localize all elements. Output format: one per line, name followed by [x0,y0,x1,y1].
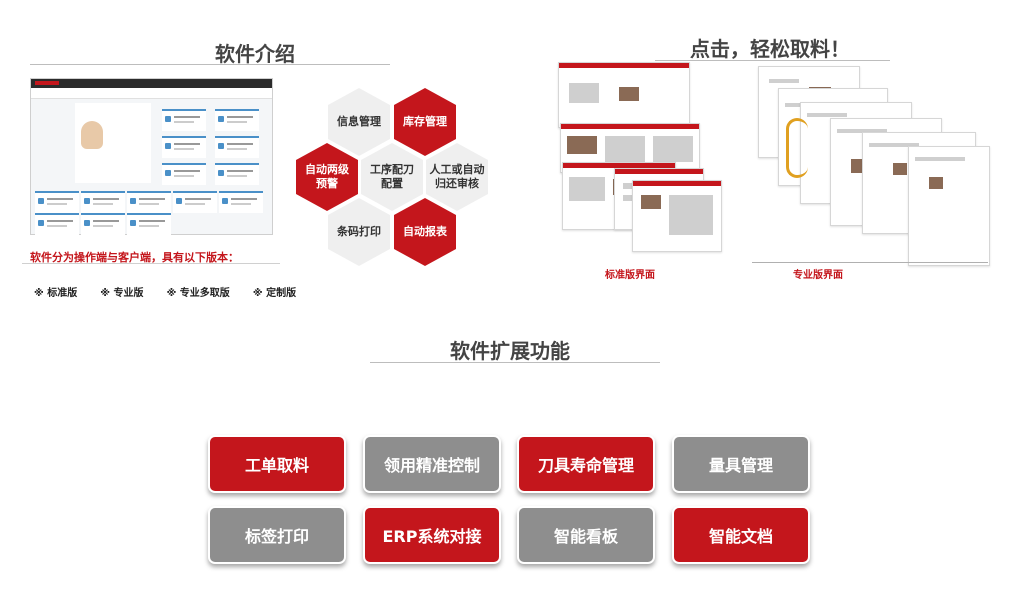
standard-caption: 标准版界面 [605,270,655,281]
hex-return-audit: 人工或自动 归还审核 [426,143,488,211]
hex-inventory-management: 库存管理 [394,88,456,156]
version-custom: ※ 定制版 [252,288,297,299]
version-pro: ※ 专业版 [100,288,144,299]
usage-control-button[interactable]: 领用精准控制 [363,435,501,493]
hex-process-tooling: 工序配刀 配置 [361,143,423,211]
demo-divider [655,60,890,61]
intro-divider [30,64,390,65]
pro-baseline [752,262,988,263]
label-print-button[interactable]: 标签打印 [208,506,346,564]
software-screenshot [30,78,273,235]
extensions-divider [370,362,660,363]
version-note: 软件分为操作端与客户端，具有以下版本： [30,251,239,264]
hex-auto-warning: 自动两级 预警 [296,143,358,211]
smart-document-button[interactable]: 智能文档 [672,506,810,564]
gauge-management-button[interactable]: 量具管理 [672,435,810,493]
intro-title: 软件介绍 [215,42,295,66]
note-divider [22,263,280,264]
work-order-pick-button[interactable]: 工单取料 [208,435,346,493]
hex-barcode-print: 条码打印 [328,198,390,266]
tool-life-button[interactable]: 刀具寿命管理 [517,435,655,493]
erp-integration-button[interactable]: ERP系统对接 [363,506,501,564]
version-list: ※ 标准版 ※ 专业版 ※ 专业多取版 ※ 定制版 [34,281,314,300]
extensions-title: 软件扩展功能 [450,339,570,363]
person-image [81,121,103,149]
version-standard: ※ 标准版 [34,288,78,299]
smart-board-button[interactable]: 智能看板 [517,506,655,564]
flow-line-icon [786,118,808,178]
version-pro-multi: ※ 专业多取版 [166,288,230,299]
demo-title: 点击，轻松取料！ [690,37,850,61]
hex-auto-report: 自动报表 [394,198,456,266]
pro-caption: 专业版界面 [793,270,843,281]
hex-info-management: 信息管理 [328,88,390,156]
